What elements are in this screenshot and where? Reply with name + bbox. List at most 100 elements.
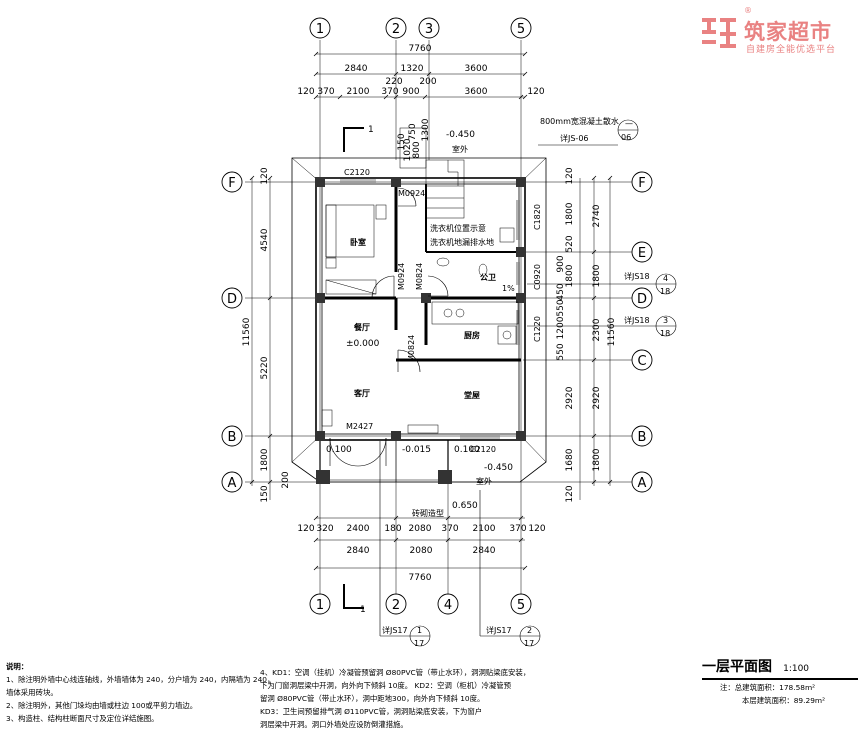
dim-top-370a: 370 bbox=[317, 87, 334, 97]
room-wc: 公卫 bbox=[480, 273, 496, 282]
room-kitchen: 厨房 bbox=[464, 330, 480, 340]
note-1: 1、除注明外墙中心线连轴线，外墙墙体为 240，分户墙为 240，内隔墙为 24… bbox=[6, 675, 275, 684]
js18-b-bot: 18 bbox=[660, 329, 670, 338]
section-markers bbox=[343, 127, 364, 609]
dim-bot-370a: 370 bbox=[441, 524, 458, 534]
dim-right-2740: 2740 bbox=[592, 204, 602, 227]
window-c2120-top: C2120 bbox=[344, 168, 370, 177]
note-1b: 墙体采用砖块。 bbox=[6, 688, 58, 697]
axis-right-D: D bbox=[637, 292, 647, 307]
window-c1220: C1220 bbox=[533, 316, 542, 342]
js18-a-top: 4 bbox=[663, 274, 668, 283]
door-m0824-a: M0824 bbox=[415, 263, 424, 290]
door-m2427: M2427 bbox=[346, 422, 373, 431]
logo-brand-text: 筑家超市 bbox=[744, 20, 832, 44]
dimension-lines bbox=[251, 53, 611, 569]
dim-top-3600: 3600 bbox=[465, 64, 488, 74]
axis-labels: 1 2 3 5 1 2 4 5 F D B A F E D C B A bbox=[227, 22, 647, 613]
logo-registered: ® bbox=[744, 6, 752, 15]
dim-left-200: 200 bbox=[281, 471, 291, 488]
note-4b: 下为门窗洞层梁中开洞，向外向下倾斜 10度。 KD2：空调（柜机）冷凝管预 bbox=[260, 681, 512, 690]
walls bbox=[291, 157, 547, 483]
level-outdoor-top: -0.450 bbox=[446, 130, 475, 140]
dim-ri-2920: 2920 bbox=[565, 386, 575, 409]
dim-bot-2840a: 2840 bbox=[347, 546, 370, 556]
axis-top-1: 1 bbox=[316, 22, 324, 37]
dim-top-2840: 2840 bbox=[345, 64, 368, 74]
washer-drain-note: 洗衣机地漏排水地 bbox=[430, 237, 494, 247]
axis-right-A: A bbox=[638, 476, 647, 491]
dim-left-120: 120 bbox=[260, 167, 270, 184]
dim-stair-1020: 1020 bbox=[403, 138, 413, 161]
level-zero: ±0.000 bbox=[346, 339, 380, 349]
washer-position-note: 洗衣机位置示意 bbox=[430, 223, 486, 233]
axis-left-A: A bbox=[228, 476, 237, 491]
axis-top-2: 2 bbox=[392, 22, 400, 37]
slope-label: 1% bbox=[502, 284, 515, 293]
dim-right-1800b: 1800 bbox=[592, 448, 602, 471]
dim-top-220: 220 bbox=[385, 77, 402, 87]
dim-left-5220: 5220 bbox=[260, 356, 270, 379]
dim-bot-2100: 2100 bbox=[473, 524, 496, 534]
dim-bot-180: 180 bbox=[384, 524, 401, 534]
dim-bot-320: 320 bbox=[316, 524, 333, 534]
level-porch: -0.015 bbox=[402, 445, 431, 455]
axis-right-B: B bbox=[638, 430, 647, 445]
axis-top-3: 3 bbox=[425, 22, 433, 37]
dim-top-120a: 120 bbox=[297, 87, 314, 97]
dim-bot-total: 7760 bbox=[409, 573, 432, 583]
outdoor-label-bottom: 室外 bbox=[476, 476, 492, 486]
window-c2120-bottom: C2120 bbox=[470, 445, 496, 454]
level-porch-right: 0.100 bbox=[454, 445, 480, 455]
window-c1820: C1820 bbox=[533, 204, 542, 230]
dimension-texts: 7760 2840 1320 3600 220 200 120 370 2100… bbox=[297, 44, 545, 583]
brand-logo: 筑家超市 ® 自建房全能优选平台 bbox=[700, 6, 864, 55]
room-bedroom: 卧室 bbox=[350, 237, 366, 247]
axis-top-5: 5 bbox=[517, 22, 525, 37]
axis-left-D: D bbox=[227, 292, 237, 307]
dim-bot-2840b: 2840 bbox=[473, 546, 496, 556]
dim-ri-1800a: 1800 bbox=[565, 202, 575, 225]
js18-a-bot: 18 bbox=[660, 287, 670, 296]
dim-left-150: 150 bbox=[260, 485, 270, 502]
dim-ri-900: 900 bbox=[556, 255, 566, 272]
area-floor: 本层建筑面积：89.29m² bbox=[742, 696, 826, 705]
dim-left-4540: 4540 bbox=[260, 228, 270, 251]
drain-ref: 详JS-06 bbox=[560, 133, 589, 143]
dimension-ticks bbox=[249, 51, 613, 571]
title-block: 一层平面图 1:100 注：总建筑面积：178.58m² 本层建筑面积：89.2… bbox=[702, 656, 858, 706]
drawing-title: 一层平面图 bbox=[702, 659, 772, 675]
note-4: 4、KD1：空调（挂机）冷凝管预留洞 Ø80PVC管（带止水环），洞洞贴梁底安装… bbox=[260, 668, 531, 677]
dim-top-370b: 370 bbox=[381, 87, 398, 97]
dim-stair-1300: 1300 bbox=[421, 118, 431, 141]
js18-b-top: 3 bbox=[663, 316, 668, 325]
axis-left-B: B bbox=[228, 430, 237, 445]
windows bbox=[340, 179, 520, 439]
dim-ri-1680: 1680 bbox=[565, 448, 575, 471]
dim-bot-2080b: 2080 bbox=[410, 546, 433, 556]
dim-ri-120a: 120 bbox=[565, 167, 575, 184]
level-porch-left: 0.100 bbox=[326, 445, 352, 455]
logo-slogan: 自建房全能优选平台 bbox=[746, 45, 837, 55]
axis-bottom-2: 2 bbox=[392, 598, 400, 613]
js17-b-top: 2 bbox=[527, 626, 532, 635]
dim-top-120b: 120 bbox=[527, 87, 544, 97]
dim-bot-120b: 120 bbox=[528, 524, 545, 534]
note-5b: 洞层梁中开洞。洞口外墙处应设防倒灌措施。 bbox=[260, 720, 408, 729]
dim-right-1800a: 1800 bbox=[592, 264, 602, 287]
dim-bot-120a: 120 bbox=[297, 524, 314, 534]
dim-ri-550b: 550 bbox=[556, 343, 566, 360]
door-m0924-mid: M0924 bbox=[397, 263, 406, 290]
js17-b-label: 详JS17 bbox=[486, 625, 512, 635]
dim-ri-1200: 1200 bbox=[556, 316, 566, 339]
title-underline bbox=[702, 678, 858, 680]
door-m0824-b: M0824 bbox=[407, 335, 416, 362]
door-m0924-top: M0924 bbox=[398, 189, 425, 198]
detail-ref-texts: — 06 详JS18 4 18 详JS18 3 18 详JS17 1 17 详J… bbox=[382, 119, 670, 648]
dim-bot-370b: 370 bbox=[509, 524, 526, 534]
axis-bubbles bbox=[221, 17, 653, 615]
note-2: 2、除注明外，其他门垛均由墙或柱边 100或平剪力墙边。 bbox=[6, 701, 198, 710]
logo-icon bbox=[702, 18, 736, 48]
drain-ref-num: 06 bbox=[621, 133, 631, 142]
